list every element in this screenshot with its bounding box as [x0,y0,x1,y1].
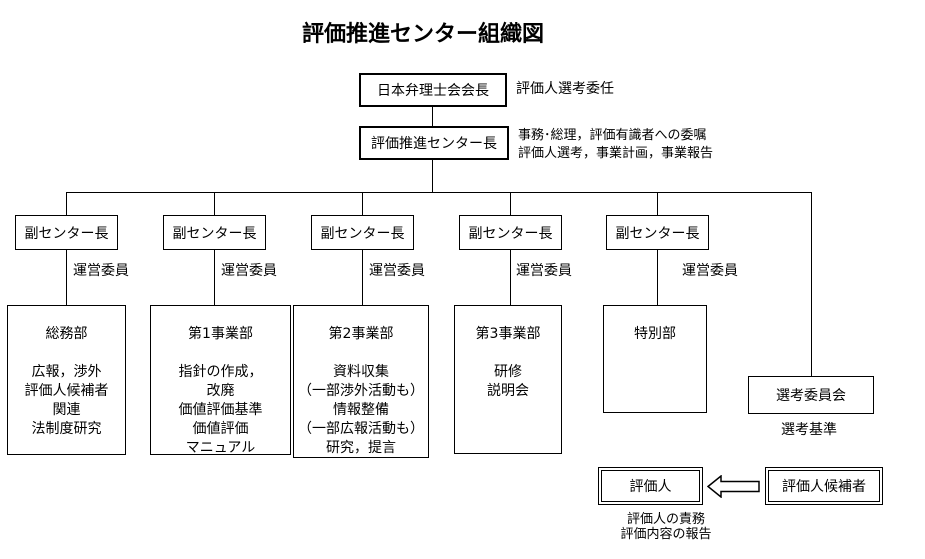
appraiser-note-line2: 評価内容の報告 [620,527,712,542]
center-head-label: 評価推進センター長 [371,136,497,152]
appraiser-box: 評価人 [598,467,703,505]
center-head-note-line1: 事務･総理，評価有識者への委嘱 [518,128,707,143]
deputy-label: 副センター長 [615,225,700,242]
connector-deputy2-dept [214,250,215,305]
dept-line: 広報，渉外 [31,364,102,380]
steering-note-2: 運営委員 [221,263,277,279]
steering-note-5: 運営委員 [682,263,738,279]
center-head-box: 評価推進センター長 [359,126,509,160]
deputy-label: 副センター長 [320,225,405,242]
center-head-note-line2: 評価人選考，事業計画，事業報告 [518,146,714,161]
connector-drop-deputy-4 [510,192,511,215]
dept-line: 法制度研究 [31,421,102,437]
deputy-box-4: 副センター長 [459,215,562,250]
president-label: 日本弁理士会会長 [377,83,489,99]
dept-line: 評価人候補者 [24,383,109,399]
connector-centerhead-bar [432,160,433,192]
president-note: 評価人選考委任 [516,81,614,97]
president-box: 日本弁理士会会長 [359,73,507,107]
candidate-label: 評価人候補者 [782,479,866,495]
dept-box-business-3: 第3事業部 研修 説明会 [454,305,562,454]
dept-line: 研究，提言 [326,440,396,456]
connector-deputy3-dept [362,250,363,305]
page-title: 評価推進センター組織図 [302,22,545,47]
candidate-box: 評価人候補者 [765,467,883,505]
dept-line: 資料収集 [333,364,389,380]
dept-line: 情報整備 [333,402,389,418]
connector-drop-selection-committee [811,192,812,376]
appraiser-note-line1: 評価人の責務 [626,512,705,527]
candidate-box-inner: 評価人候補者 [768,470,880,502]
selection-committee-box: 選考委員会 [748,376,874,414]
deputy-box-1: 副センター長 [15,215,118,250]
connector-deputy1-dept [66,250,67,305]
steering-note-4: 運営委員 [516,263,572,279]
deputy-label: 副センター長 [24,225,109,242]
appraiser-box-inner: 評価人 [601,470,700,502]
dept-box-general-affairs: 総務部 広報，渉外 評価人候補者 関連 法制度研究 [7,305,126,455]
steering-note-1: 運営委員 [73,263,129,279]
dept-line: （一部渉外活動も） [298,383,424,399]
deputy-box-2: 副センター長 [163,215,266,250]
dept-line: 価値評価基準 [178,402,263,418]
dept-title: 第3事業部 [475,326,541,342]
dept-line: 説明会 [487,383,529,399]
connector-deputy4-dept [510,250,511,305]
dept-line: マニュアル [185,440,256,456]
selection-criteria-note: 選考基準 [781,422,837,438]
dept-line: 指針の作成， [178,364,263,380]
dept-line: 研修 [494,364,522,380]
connector-drop-deputy-5 [657,192,658,215]
deputy-label: 副センター長 [172,225,257,242]
dept-line: 関連 [52,402,81,418]
connector-drop-deputy-3 [362,192,363,215]
dept-line: （一部広報活動も） [298,421,424,437]
connector-deputy5-dept [657,250,658,305]
connector-drop-deputy-2 [214,192,215,215]
connector-president-centerhead [432,107,433,126]
deputy-label: 副センター長 [468,225,553,242]
dept-box-special: 特別部 [603,305,707,413]
dept-line: 改廃 [206,383,235,399]
appraiser-notes: 評価人の責務 評価内容の報告 [599,512,733,542]
dept-title: 第1事業部 [188,326,253,342]
deputy-box-3: 副センター長 [311,215,414,250]
dept-box-business-2: 第2事業部 資料収集 （一部渉外活動も） 情報整備 （一部広報活動も） 研究，提… [293,305,429,458]
left-block-arrow-icon [707,475,760,498]
dept-title: 第2事業部 [328,326,394,342]
connector-horizontal-bar [66,192,812,193]
connector-drop-deputy-1 [66,192,67,215]
dept-title: 特別部 [634,326,676,342]
selection-committee-label: 選考委員会 [776,388,846,404]
center-head-notes: 事務･総理，評価有識者への委嘱 評価人選考，事業計画，事業報告 [518,127,713,163]
deputy-box-5: 副センター長 [606,215,709,250]
appraiser-label: 評価人 [629,479,672,495]
steering-note-3: 運営委員 [369,263,425,279]
dept-box-business-1: 第1事業部 指針の作成， 改廃 価値評価基準 価値評価 マニュアル [150,305,291,456]
dept-title: 総務部 [45,326,88,342]
dept-line: 価値評価 [192,421,249,437]
